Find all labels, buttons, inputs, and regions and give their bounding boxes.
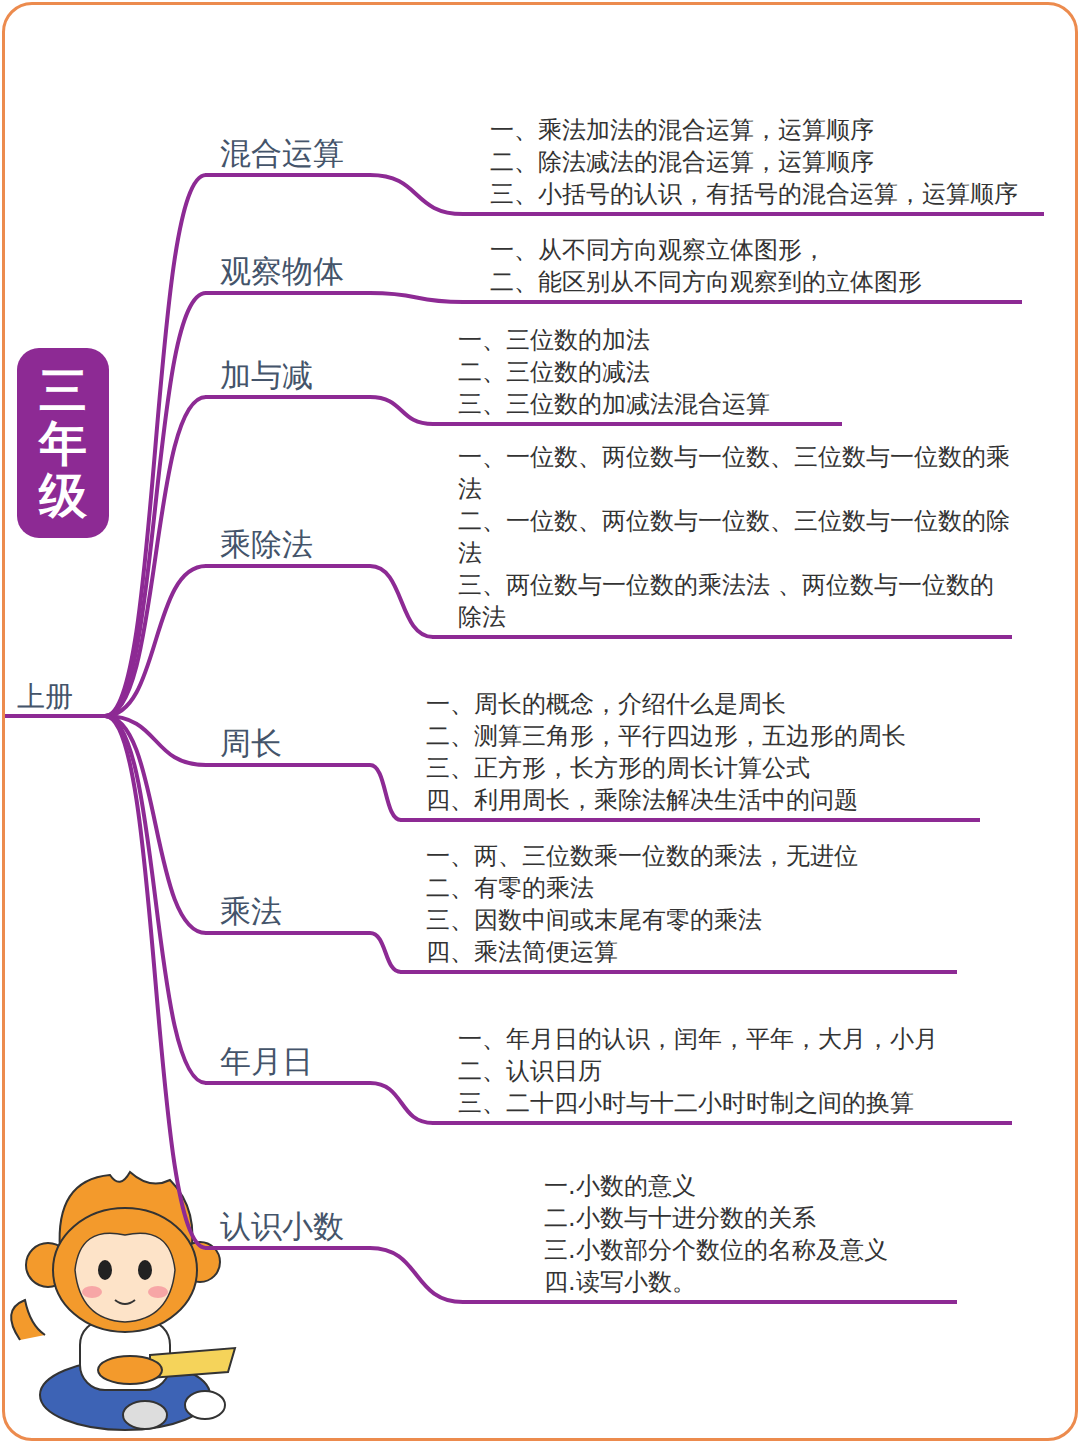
detail-list: 一、两、三位数乘一位数的乘法，无进位二、有零的乘法三、因数中间或末尾有零的乘法四… (400, 840, 957, 974)
branch-line (370, 933, 401, 972)
detail-item: 一、一位数、两位数与一位数、三位数与一位数的乘法 (458, 441, 1012, 505)
topic-label: 周长 (220, 724, 370, 763)
detail-item: 一、年月日的认识，闰年，平年，大月，小月 (458, 1023, 1012, 1055)
branch-line (370, 397, 433, 424)
detail-list: 一、三位数的加法二、三位数的减法三、三位数的加减法混合运算 (432, 324, 842, 426)
branch-line (370, 1248, 463, 1302)
topic-label: 三年级 (39, 364, 87, 522)
topic-label: 上册 (17, 680, 105, 714)
detail-item: 三、两位数与一位数的乘法法 、两位数与一位数的除法 (458, 569, 1012, 633)
detail-item: 二、除法减法的混合运算，运算顺序 (490, 146, 1044, 178)
detail-item: 三、二十四小时与十二小时时制之间的换算 (458, 1087, 1012, 1119)
detail-item: 三、正方形，长方形的周长计算公式 (426, 752, 980, 784)
topic-label: 年月日 (220, 1042, 370, 1081)
branch-topic: 观察物体 (205, 252, 370, 295)
branch-line (370, 293, 463, 302)
detail-item: 三、因数中间或末尾有零的乘法 (426, 904, 957, 936)
detail-item: 二、认识日历 (458, 1055, 1012, 1087)
detail-item: 二、三位数的减法 (458, 356, 842, 388)
grade-badge: 三年级 (17, 348, 109, 538)
detail-item: 一、三位数的加法 (458, 324, 842, 356)
detail-list: 一.小数的意义二.小数与十进分数的关系三.小数部分个数位的名称及意义四.读写小数… (462, 1170, 957, 1304)
detail-item: 三、三位数的加减法混合运算 (458, 388, 842, 420)
branch-topic: 年月日 (205, 1042, 370, 1085)
root-topic: 上册 (5, 680, 105, 718)
branch-line (370, 175, 463, 214)
branch-line (370, 1083, 433, 1123)
branch-topic: 乘法 (205, 892, 370, 935)
detail-item: 一、乘法加法的混合运算，运算顺序 (490, 114, 1044, 146)
detail-item: 二、测算三角形，平行四边形，五边形的周长 (426, 720, 980, 752)
topic-label: 乘除法 (220, 525, 370, 564)
topic-label: 混合运算 (220, 134, 370, 173)
branch-topic: 混合运算 (205, 134, 370, 177)
detail-list: 一、从不同方向观察立体图形，二、能区别从不同方向观察到的立体图形 (462, 234, 1022, 304)
detail-item: 二、有零的乘法 (426, 872, 957, 904)
detail-item: 一、两、三位数乘一位数的乘法，无进位 (426, 840, 957, 872)
topic-label: 加与减 (220, 356, 370, 395)
branch-line (370, 765, 401, 820)
detail-item: 一、周长的概念，介绍什么是周长 (426, 688, 980, 720)
detail-list: 一、周长的概念，介绍什么是周长二、测算三角形，平行四边形，五边形的周长三、正方形… (400, 688, 980, 822)
branch-line (370, 566, 433, 637)
branch-line (105, 716, 206, 1248)
branch-topic: 认识小数 (205, 1207, 370, 1250)
topic-label: 观察物体 (220, 252, 370, 291)
branch-topic: 乘除法 (205, 525, 370, 568)
branch-line (105, 175, 206, 716)
detail-item: 三、小括号的认识，有括号的混合运算，运算顺序 (490, 178, 1044, 210)
detail-item: 四、乘法简便运算 (426, 936, 957, 968)
detail-item: 二、一位数、两位数与一位数、三位数与一位数的除法 (458, 505, 1012, 569)
detail-list: 一、乘法加法的混合运算，运算顺序二、除法减法的混合运算，运算顺序三、小括号的认识… (462, 114, 1044, 216)
topic-label: 乘法 (220, 892, 370, 931)
detail-item: 四、利用周长，乘除法解决生活中的问题 (426, 784, 980, 816)
branch-line (105, 716, 206, 1083)
branch-line (105, 293, 206, 716)
detail-item: 二、能区别从不同方向观察到的立体图形 (490, 266, 1022, 298)
topic-label: 认识小数 (220, 1207, 370, 1246)
detail-item: 四.读写小数。 (544, 1266, 957, 1298)
detail-list: 一、年月日的认识，闰年，平年，大月，小月二、认识日历三、二十四小时与十二小时时制… (432, 1023, 1012, 1125)
branch-line (105, 397, 206, 716)
monkey (11, 1172, 235, 1430)
detail-item: 一.小数的意义 (544, 1170, 957, 1202)
detail-list: 一、一位数、两位数与一位数、三位数与一位数的乘法二、一位数、两位数与一位数、三位… (432, 441, 1012, 639)
branch-topic: 周长 (205, 724, 370, 767)
branch-topic: 加与减 (205, 356, 370, 399)
branch-line (105, 566, 206, 716)
detail-item: 三.小数部分个数位的名称及意义 (544, 1234, 957, 1266)
detail-item: 二.小数与十进分数的关系 (544, 1202, 957, 1234)
detail-item: 一、从不同方向观察立体图形， (490, 234, 1022, 266)
